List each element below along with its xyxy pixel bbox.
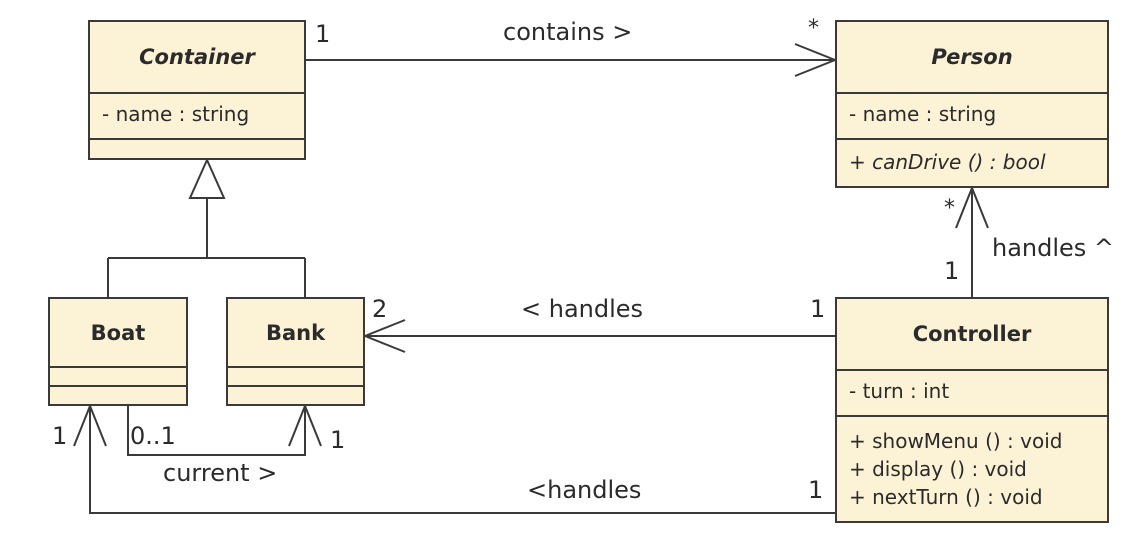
class-boat-operations [50,385,186,404]
class-boat-name: Boat [90,320,146,345]
class-person-attributes: - name : string [837,92,1107,138]
class-person[interactable]: Person - name : string + canDrive () : b… [835,20,1109,188]
class-container-attributes: - name : string [90,92,304,138]
controller-person-arrowhead [955,185,989,229]
attribute: - name : string [102,102,250,126]
controller-bank-source-multiplicity: 1 [810,295,826,323]
class-boat[interactable]: Boat [48,297,188,406]
current-label: current > [163,459,278,487]
controller-person-label: handles ^ [992,234,1115,262]
class-person-name: Person [931,45,1013,69]
class-bank[interactable]: Bank [226,297,365,406]
controller-boat-line [89,406,835,514]
operation: + nextTurn () : void [849,485,1043,509]
class-bank-operations [228,385,363,404]
attribute: - name : string [849,102,997,126]
contains-label: contains > [503,18,633,46]
class-controller-operations: + showMenu () : void + display () : void… [837,415,1107,511]
operation: + display () : void [849,457,1027,481]
class-container-operations [90,138,304,158]
class-bank-attributes [228,366,363,385]
controller-boat-arrowhead [73,403,107,447]
controller-boat-source-multiplicity: 1 [808,476,824,504]
class-container[interactable]: Container - name : string [88,20,306,160]
controller-bank-label: < handles [521,295,644,323]
class-container-name: Container [139,45,255,69]
current-association-line [127,406,306,456]
class-controller-attributes: - turn : int [837,369,1107,415]
attribute: - turn : int [849,379,950,403]
controller-person-source-multiplicity: 1 [944,257,960,285]
controller-person-target-multiplicity: * [944,196,955,221]
current-arrowhead [288,403,322,447]
controller-bank-arrowhead [362,319,406,353]
controller-bank-target-multiplicity: 2 [372,295,388,323]
contains-target-multiplicity: * [808,16,819,41]
class-bank-name: Bank [265,320,326,345]
contains-source-multiplicity: 1 [315,20,331,48]
current-source-multiplicity: 0..1 [130,422,176,450]
operation: + canDrive () : bool [849,150,1046,174]
controller-boat-target-multiplicity: 1 [52,422,68,450]
class-controller[interactable]: Controller - turn : int + showMenu () : … [835,297,1109,523]
generalization-triangle [188,157,226,199]
class-person-operations: + canDrive () : bool [837,138,1107,186]
operation: + showMenu () : void [849,429,1063,453]
class-controller-name: Controller [912,322,1032,346]
controller-boat-label: <handles [527,476,642,504]
class-boat-attributes [50,366,186,385]
current-target-multiplicity: 1 [330,426,346,454]
